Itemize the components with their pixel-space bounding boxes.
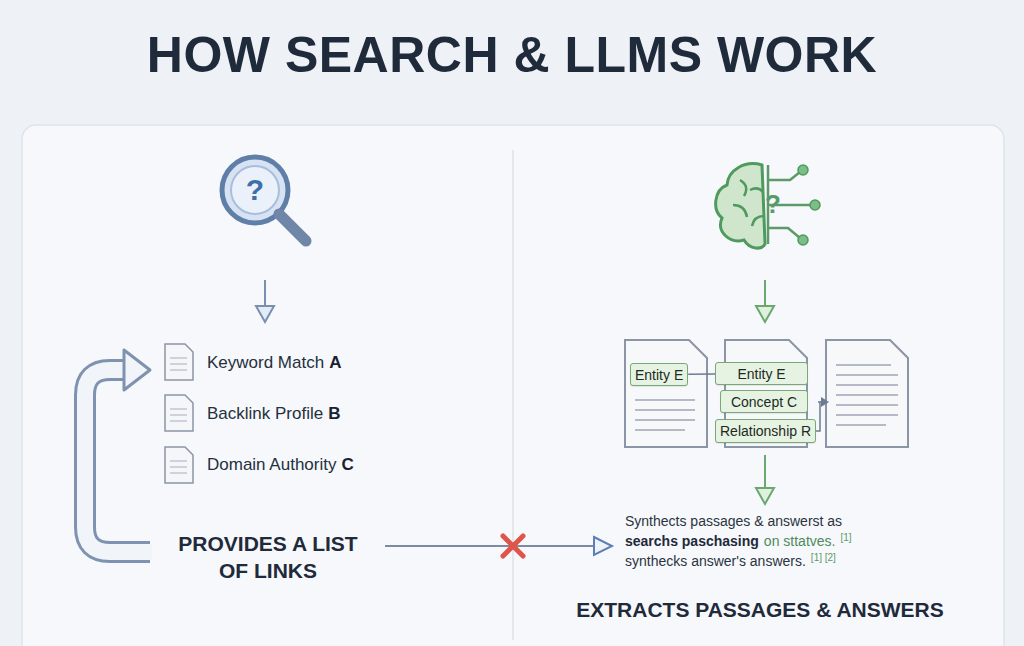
document-shape <box>625 340 707 447</box>
doc-icon-shape <box>165 395 193 431</box>
tag-text: Entity E <box>737 366 785 382</box>
answer-text: synthecks answer's answers. <box>625 553 806 569</box>
blocked-arrow-head <box>594 537 612 555</box>
circuit-node <box>810 200 820 210</box>
panel-card <box>22 125 1004 646</box>
down-arrow-head <box>756 306 774 322</box>
tag-text: Concept C <box>731 394 797 410</box>
loop-arrow-head <box>124 350 150 390</box>
text-row: Synthects passages & answerst as <box>625 513 842 529</box>
doc-icon-lines <box>170 409 187 421</box>
brain-lobe <box>716 164 765 248</box>
doc-icon <box>165 447 193 483</box>
blocked-arrow-line <box>385 545 596 547</box>
label-box: ? <box>235 170 275 210</box>
tag-text: Relationship R <box>720 423 811 439</box>
down-arrow-head <box>756 488 774 504</box>
doc-icon-lines <box>170 358 187 370</box>
answer-text: searchs paschasing <box>625 533 759 549</box>
panel-divider <box>512 150 514 640</box>
loop-arrow-outline <box>85 370 150 552</box>
down-arrow <box>764 455 766 488</box>
doc-icon-shape <box>165 344 193 380</box>
down-arrow <box>764 280 766 306</box>
circuit-node <box>798 165 808 175</box>
connector-line <box>688 373 715 375</box>
citation-number: [1] [2] <box>811 552 836 563</box>
text-row: synthecks answer's answers. [1] [2] <box>625 553 836 569</box>
red-cross <box>503 536 523 556</box>
doc-icon <box>165 395 193 431</box>
tag-box: Entity E <box>630 363 688 386</box>
item-letter: A <box>329 353 341 373</box>
text-row: Keyword MatchA <box>207 353 341 373</box>
magnifier-handle <box>279 214 306 241</box>
tag-text: Entity E <box>635 367 683 383</box>
section-caption: EXTRACTS PASSAGES & ANSWERS <box>576 598 944 621</box>
circuit-node <box>798 235 808 245</box>
answer-text: on sttatves. <box>764 533 836 549</box>
tag-box: Concept C <box>720 390 808 413</box>
loop-arrow-fill <box>85 370 152 552</box>
connector <box>688 373 715 374</box>
label-box: PROVIDES A LIST OF LINKS <box>163 530 373 584</box>
item-letter: C <box>341 455 353 475</box>
section-caption: PROVIDES A LIST OF LINKS <box>178 532 357 582</box>
down-arrow <box>264 280 266 306</box>
label-box: EXTRACTS PASSAGES & ANSWERS <box>540 596 980 623</box>
document-shape <box>826 340 908 447</box>
icon-symbol: ? <box>765 189 781 220</box>
label-box: ? <box>760 188 786 220</box>
document-lines <box>836 365 898 425</box>
brain-folds <box>733 180 764 226</box>
tag-box: Entity E <box>715 362 808 385</box>
diagram-title: HOW SEARCH & LLMS WORK <box>0 26 1024 84</box>
document-lines <box>635 400 695 430</box>
item-letter: B <box>328 404 340 424</box>
icon-symbol: ? <box>246 173 264 207</box>
leader-arrow-head <box>821 397 829 407</box>
text-row: Backlink ProfileB <box>207 404 341 424</box>
document <box>826 340 908 447</box>
answer-text: Synthects passages & answerst as <box>625 513 842 529</box>
down-arrow-head <box>256 306 274 322</box>
document <box>625 340 707 447</box>
doc-icon-lines <box>170 461 187 473</box>
text-row: Domain AuthorityC <box>207 455 354 475</box>
doc-icon-shape <box>165 447 193 483</box>
tag-box: Relationship R <box>715 419 816 443</box>
magnifier-inner <box>231 166 279 214</box>
doc-icon <box>165 344 193 380</box>
list-item: Backlink Profile <box>207 404 323 424</box>
list-item: Keyword Match <box>207 353 324 373</box>
list-item: Domain Authority <box>207 455 336 475</box>
text-row: searchs paschasing on sttatves. [1] <box>625 533 852 549</box>
red-cross <box>503 536 523 556</box>
citation-number: [1] <box>840 532 851 543</box>
